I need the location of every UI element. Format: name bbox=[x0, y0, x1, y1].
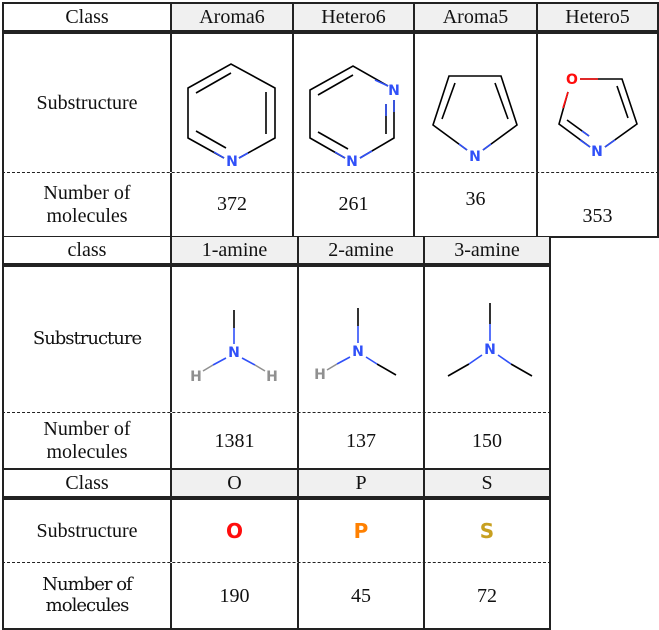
nitrogen-label: N bbox=[591, 144, 603, 160]
oxygen-atom: O bbox=[225, 518, 243, 543]
t2-header-class: class bbox=[2, 237, 172, 264]
t1-count-hetero5: 353 bbox=[536, 173, 659, 236]
nitrogen-label: N bbox=[484, 342, 496, 358]
nitrogen-label: N bbox=[346, 154, 358, 170]
sulfur-atom: S bbox=[479, 518, 495, 543]
hydrogen-label: H bbox=[266, 369, 278, 385]
t1-header-class: Class bbox=[2, 2, 172, 30]
nitrogen-label: N bbox=[228, 345, 240, 361]
nitrogen-label: N bbox=[469, 149, 481, 165]
t3-header-s: S bbox=[423, 468, 551, 497]
t1-header-aroma6: Aroma6 bbox=[170, 2, 294, 30]
t2-sub-3-amine bbox=[423, 267, 551, 412]
pyridine-molecule: N bbox=[187, 63, 276, 170]
oxazole-molecule: O N bbox=[558, 72, 638, 160]
pyrimidine-molecule: N N bbox=[309, 65, 400, 170]
t2-header-3-amine: 3-amine bbox=[423, 237, 551, 264]
t3-count-s: 72 bbox=[423, 563, 551, 629]
hydrogen-label: H bbox=[190, 369, 202, 385]
t2-header-1-amine: 1-amine bbox=[170, 237, 299, 264]
t1-header-hetero5: Hetero5 bbox=[536, 2, 659, 30]
tertiary-amine-molecule: N bbox=[447, 303, 533, 377]
t3-header-class: Class bbox=[2, 468, 172, 497]
primary-amine-molecule: N H H bbox=[190, 310, 278, 385]
t2-header-2-amine: 2-amine bbox=[297, 237, 425, 264]
t3-sub-s: S bbox=[423, 500, 551, 562]
t1-sub-hetero5 bbox=[536, 34, 659, 172]
t3-header-o: O bbox=[170, 468, 299, 497]
nitrogen-label: N bbox=[388, 83, 400, 99]
t1-header-hetero6: Hetero6 bbox=[292, 2, 415, 30]
phosphorus-atom: P bbox=[353, 518, 369, 543]
pyrrole-molecule: N bbox=[432, 75, 518, 165]
t3-header-p: P bbox=[297, 468, 425, 497]
hydrogen-label: H bbox=[314, 367, 326, 383]
nitrogen-label: N bbox=[226, 154, 238, 170]
secondary-amine-molecule: N H bbox=[314, 308, 397, 383]
t1-header-aroma5: Aroma5 bbox=[413, 2, 538, 30]
nitrogen-label: N bbox=[352, 344, 364, 360]
oxygen-label: O bbox=[566, 72, 578, 88]
t2-count-3-amine: 150 bbox=[423, 413, 551, 469]
